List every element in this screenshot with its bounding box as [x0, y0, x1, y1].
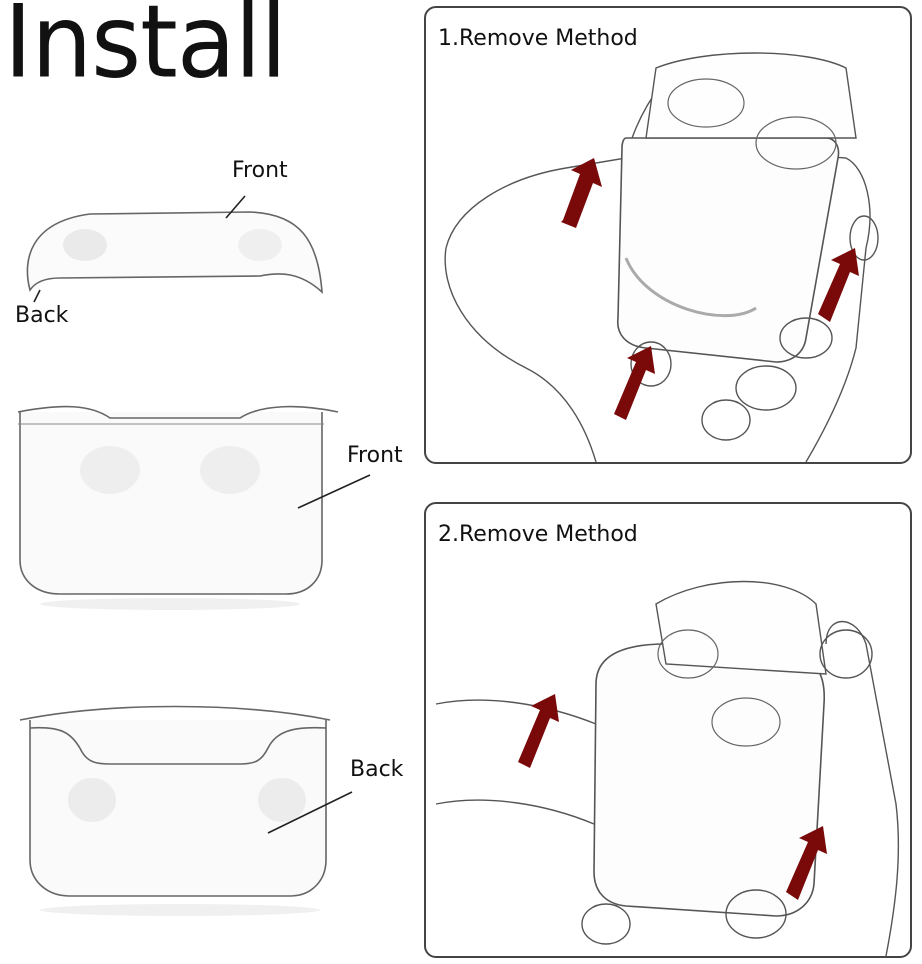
- lid-back-label: Back: [15, 303, 69, 328]
- body-back-label: Back: [350, 757, 404, 782]
- remove-method-1-title: 1.Remove Method: [438, 26, 638, 51]
- lid-drawing: [26, 211, 323, 294]
- up-arrow-icon: [561, 158, 602, 228]
- remove-method-2-illustration: [435, 580, 900, 956]
- body-front-label: Front: [347, 443, 403, 468]
- remove-method-1-illustration: [444, 52, 879, 462]
- up-arrow-icon: [614, 346, 655, 420]
- page-title: Install: [4, 0, 287, 101]
- body-back-drawing: [19, 705, 331, 916]
- up-arrow-icon: [786, 826, 827, 900]
- lid-front-label: Front: [232, 158, 288, 183]
- remove-method-1-panel: 1.Remove Method: [424, 6, 912, 464]
- up-arrow-icon: [818, 248, 859, 322]
- remove-method-2-panel: 2.Remove Method: [424, 502, 912, 958]
- up-arrow-icon: [518, 694, 559, 768]
- remove-method-2-title: 2.Remove Method: [438, 522, 638, 547]
- body-front-drawing: [17, 405, 339, 610]
